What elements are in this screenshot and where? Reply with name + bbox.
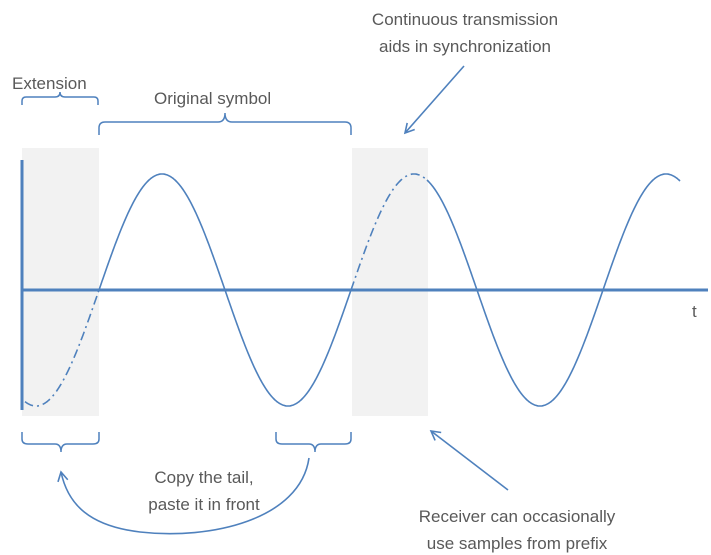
receiver-arrow [429, 429, 509, 491]
time-axis-label: t [692, 302, 697, 321]
original-symbol-waveform [98, 173, 352, 407]
copy-tail-arrow [57, 457, 310, 535]
synchronization-arrow [403, 65, 465, 135]
extension-brace [21, 91, 99, 105]
extension-label: Extension [12, 74, 87, 93]
copy-tail-label-line1: Copy the tail, [154, 468, 253, 487]
extension-region [22, 148, 99, 416]
next-symbol-waveform [426, 173, 681, 407]
extension-copied-tail [24, 289, 100, 407]
tail-bottom-brace [275, 432, 352, 453]
original-symbol-brace [98, 112, 352, 135]
continuous-transmission-label-line1: Continuous transmission [372, 10, 558, 29]
prefix-region [352, 148, 428, 416]
copy-tail-label-line2: paste it in front [148, 495, 260, 514]
extension-bottom-brace [21, 432, 100, 453]
continuous-transmission-label-line2: aids in synchronization [379, 37, 551, 56]
receiver-label-line1: Receiver can occasionally [419, 507, 616, 526]
receiver-label-line2: use samples from prefix [427, 534, 608, 553]
original-symbol-label: Original symbol [154, 89, 271, 108]
prefix-samples-waveform [350, 173, 428, 291]
